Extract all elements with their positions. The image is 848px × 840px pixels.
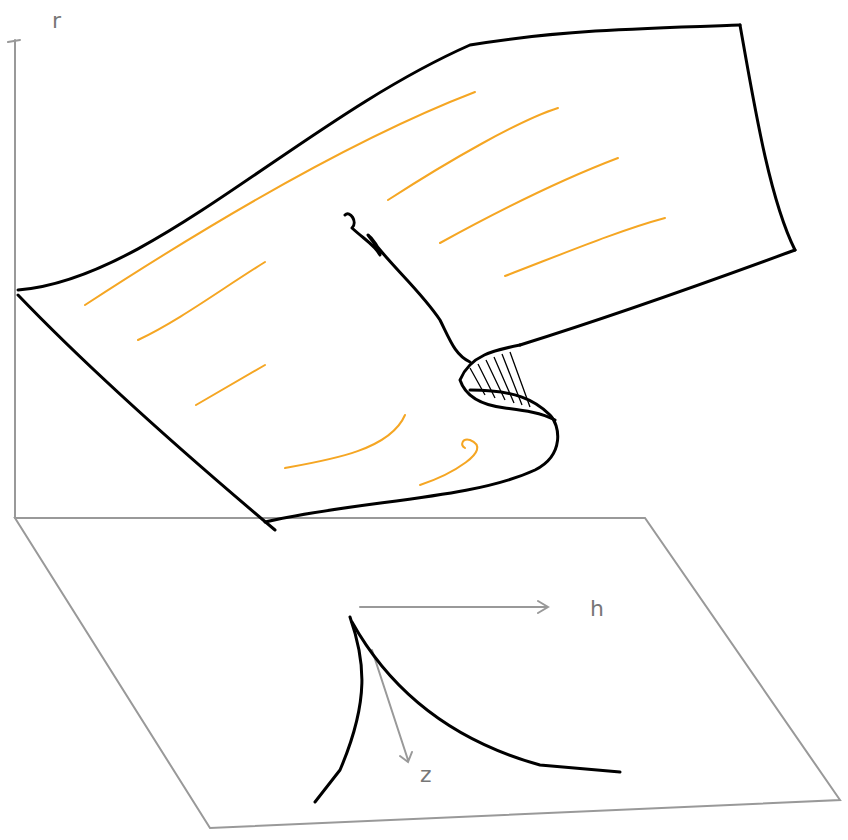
contour-lines (85, 92, 665, 485)
axis-tick (8, 40, 20, 42)
axis-label: h (590, 598, 604, 620)
fold-edge (460, 345, 555, 420)
z-axis (372, 650, 412, 762)
axis-label: r (52, 10, 61, 32)
vertical-axis (14, 40, 16, 518)
cusp-branch (315, 617, 362, 802)
surface-edge (18, 295, 275, 530)
axis-label: z (420, 764, 432, 786)
cusp-branch (352, 622, 620, 772)
surface-edge (740, 25, 795, 250)
shading (470, 352, 530, 407)
base-plane (15, 518, 840, 828)
h-axis (360, 601, 548, 613)
surface-edge (520, 250, 795, 345)
